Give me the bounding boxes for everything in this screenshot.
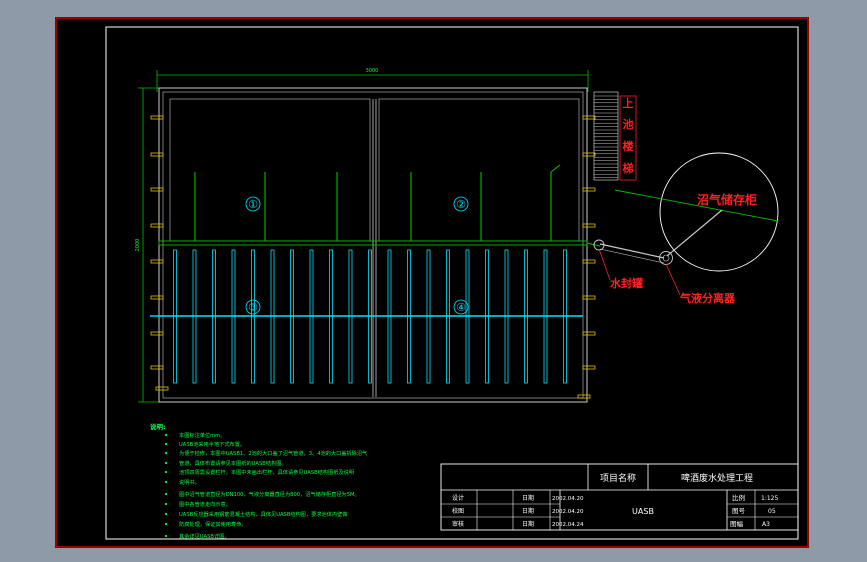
- anchor-right-5: [582, 295, 596, 300]
- note-bullet-9: [164, 522, 168, 526]
- stairs: 上 池 楼 梯: [593, 91, 637, 181]
- anchor-right-7: [582, 365, 596, 370]
- note-bullet-1: [164, 442, 168, 446]
- gas-risers: [194, 164, 561, 241]
- sheet-outer-border: [55, 17, 809, 548]
- dimension-left: 2000: [135, 87, 160, 403]
- title-block-frame: [440, 463, 799, 531]
- anchor-left-4: [150, 259, 164, 264]
- title-block: 项目名称 啤酒废水处理工程 UASB 设计 日期 2002.04.20 校图 日…: [440, 463, 799, 531]
- anchor-right-0: [582, 115, 596, 120]
- zone-label-1: ①: [248, 198, 258, 211]
- anchor-left-2: [150, 187, 164, 192]
- note-item-1: UASB池采用半地下式布置。: [179, 440, 245, 448]
- sheet-count: A3: [762, 521, 770, 528]
- project-name: 啤酒废水处理工程: [681, 472, 753, 484]
- seal-to-separator-pipe: [599, 243, 665, 259]
- dimension-left-text: 2000: [135, 239, 141, 252]
- notes-heading: 说明:: [150, 422, 166, 431]
- row-check-date: 2002.04.20: [552, 509, 584, 515]
- row-review-role: 审核: [452, 520, 464, 528]
- gas-inlet-pipe: [666, 209, 723, 257]
- note-item-6: 图中沼气管道直径为DN100，气液分离器直径为800，沼气储存柜直径为5M。: [179, 490, 360, 498]
- note-bullet-6: [164, 492, 168, 496]
- drawing-frame: [105, 26, 799, 540]
- note-bullet-2: [164, 451, 168, 455]
- note-bullet-10: [164, 534, 168, 538]
- note-item-3: 管道，具体布置请参见本图纸的UASB结构图。: [179, 459, 287, 467]
- gas-system: 沼气储存柜 水封罐 气液分离器: [586, 152, 779, 305]
- drawing-title: UASB: [632, 507, 654, 516]
- gas-storage-tank: [659, 152, 779, 272]
- note-bullet-0: [164, 433, 168, 437]
- row-design-date: 2002.04.20: [552, 496, 584, 502]
- anchor-right-1: [582, 152, 596, 157]
- note-bullet-3: [164, 461, 168, 465]
- anchor-left-6: [150, 331, 164, 336]
- stairs-label-4: 梯: [623, 161, 634, 175]
- wall-anchors: [150, 115, 596, 399]
- row-check-role: 校图: [452, 507, 464, 515]
- note-bullet-7: [164, 502, 168, 506]
- anchor-right-3: [582, 223, 596, 228]
- zone-label-2: ②: [456, 198, 466, 211]
- row-check-date-label: 日期: [522, 507, 534, 515]
- project-name-label: 项目名称: [600, 472, 636, 484]
- row-review-date-label: 日期: [522, 520, 534, 528]
- anchor-left-3: [150, 223, 164, 228]
- note-item-2: 为便于检修，本图中UASB1、2池的大口盖了沼气管道，3、4池的大口盖拆除沼气: [179, 449, 367, 457]
- anchor-left-7: [150, 365, 164, 370]
- sheet-count-label: 图幅: [730, 519, 744, 528]
- gas-holder-centerline: [614, 189, 779, 222]
- design-notes: 说明: 本图标注单位mm。UASB池采用半地下式布置。为便于检修，本图中UASB…: [150, 422, 367, 540]
- note-item-9: 防腐处理，保证其使用寿命。: [179, 520, 246, 528]
- anchor-left-1: [150, 152, 164, 157]
- anchor-left-0: [150, 115, 164, 120]
- stairs-label-box: [619, 95, 637, 181]
- drawing-sheet: [55, 17, 809, 548]
- anchor-bottom-left: [155, 386, 169, 391]
- stairs-label-3: 楼: [623, 139, 634, 153]
- water-seal-label: 水封罐: [610, 276, 643, 290]
- anchor-bottom-right: [577, 394, 591, 399]
- note-bullet-5: [164, 480, 168, 484]
- anchor-right-4: [582, 259, 596, 264]
- scale-label: 比例: [732, 493, 745, 502]
- note-item-7: 图中各管道走向示意。: [179, 500, 231, 508]
- anchor-right-6: [582, 331, 596, 336]
- note-item-4: 池顶四周需设置栏杆，本图中未画出栏杆，具体请参见UASB结构图纸及说明: [179, 468, 354, 476]
- scale-value: 1:125: [761, 495, 778, 502]
- note-item-8: UASB反应器采用钢筋混凝土结构，具体见UASB结构图，要求池体内壁做: [179, 510, 348, 518]
- note-bullet-4: [164, 470, 168, 474]
- stairs-label-1: 上: [623, 96, 634, 110]
- zone-label-4: ④: [456, 301, 466, 314]
- row-design-date-label: 日期: [522, 494, 534, 502]
- gas-tank-label: 沼气储存柜: [697, 192, 757, 207]
- separator-label: 气液分离器: [679, 291, 736, 305]
- note-item-0: 本图标注单位mm。: [179, 431, 225, 439]
- stairs-label-2: 池: [623, 117, 634, 131]
- note-item-5: 说明书。: [179, 478, 200, 486]
- dimension-top-text: 3000: [366, 68, 379, 74]
- note-item-10: 其余详见UASB详图。: [179, 532, 230, 540]
- anchor-right-2: [582, 187, 596, 192]
- dimension-top: 3000: [156, 68, 589, 92]
- zone-labels: ① ② ③ ④: [245, 196, 469, 315]
- note-bullet-8: [164, 512, 168, 516]
- zone-label-3: ③: [248, 301, 258, 314]
- distribution-pipes: [150, 249, 583, 384]
- anchor-left-5: [150, 295, 164, 300]
- row-design-role: 设计: [452, 494, 464, 502]
- sheet-no-label: 图号: [732, 507, 746, 515]
- sheet-no: 05: [768, 508, 776, 515]
- row-review-date: 2002.04.24: [552, 522, 584, 528]
